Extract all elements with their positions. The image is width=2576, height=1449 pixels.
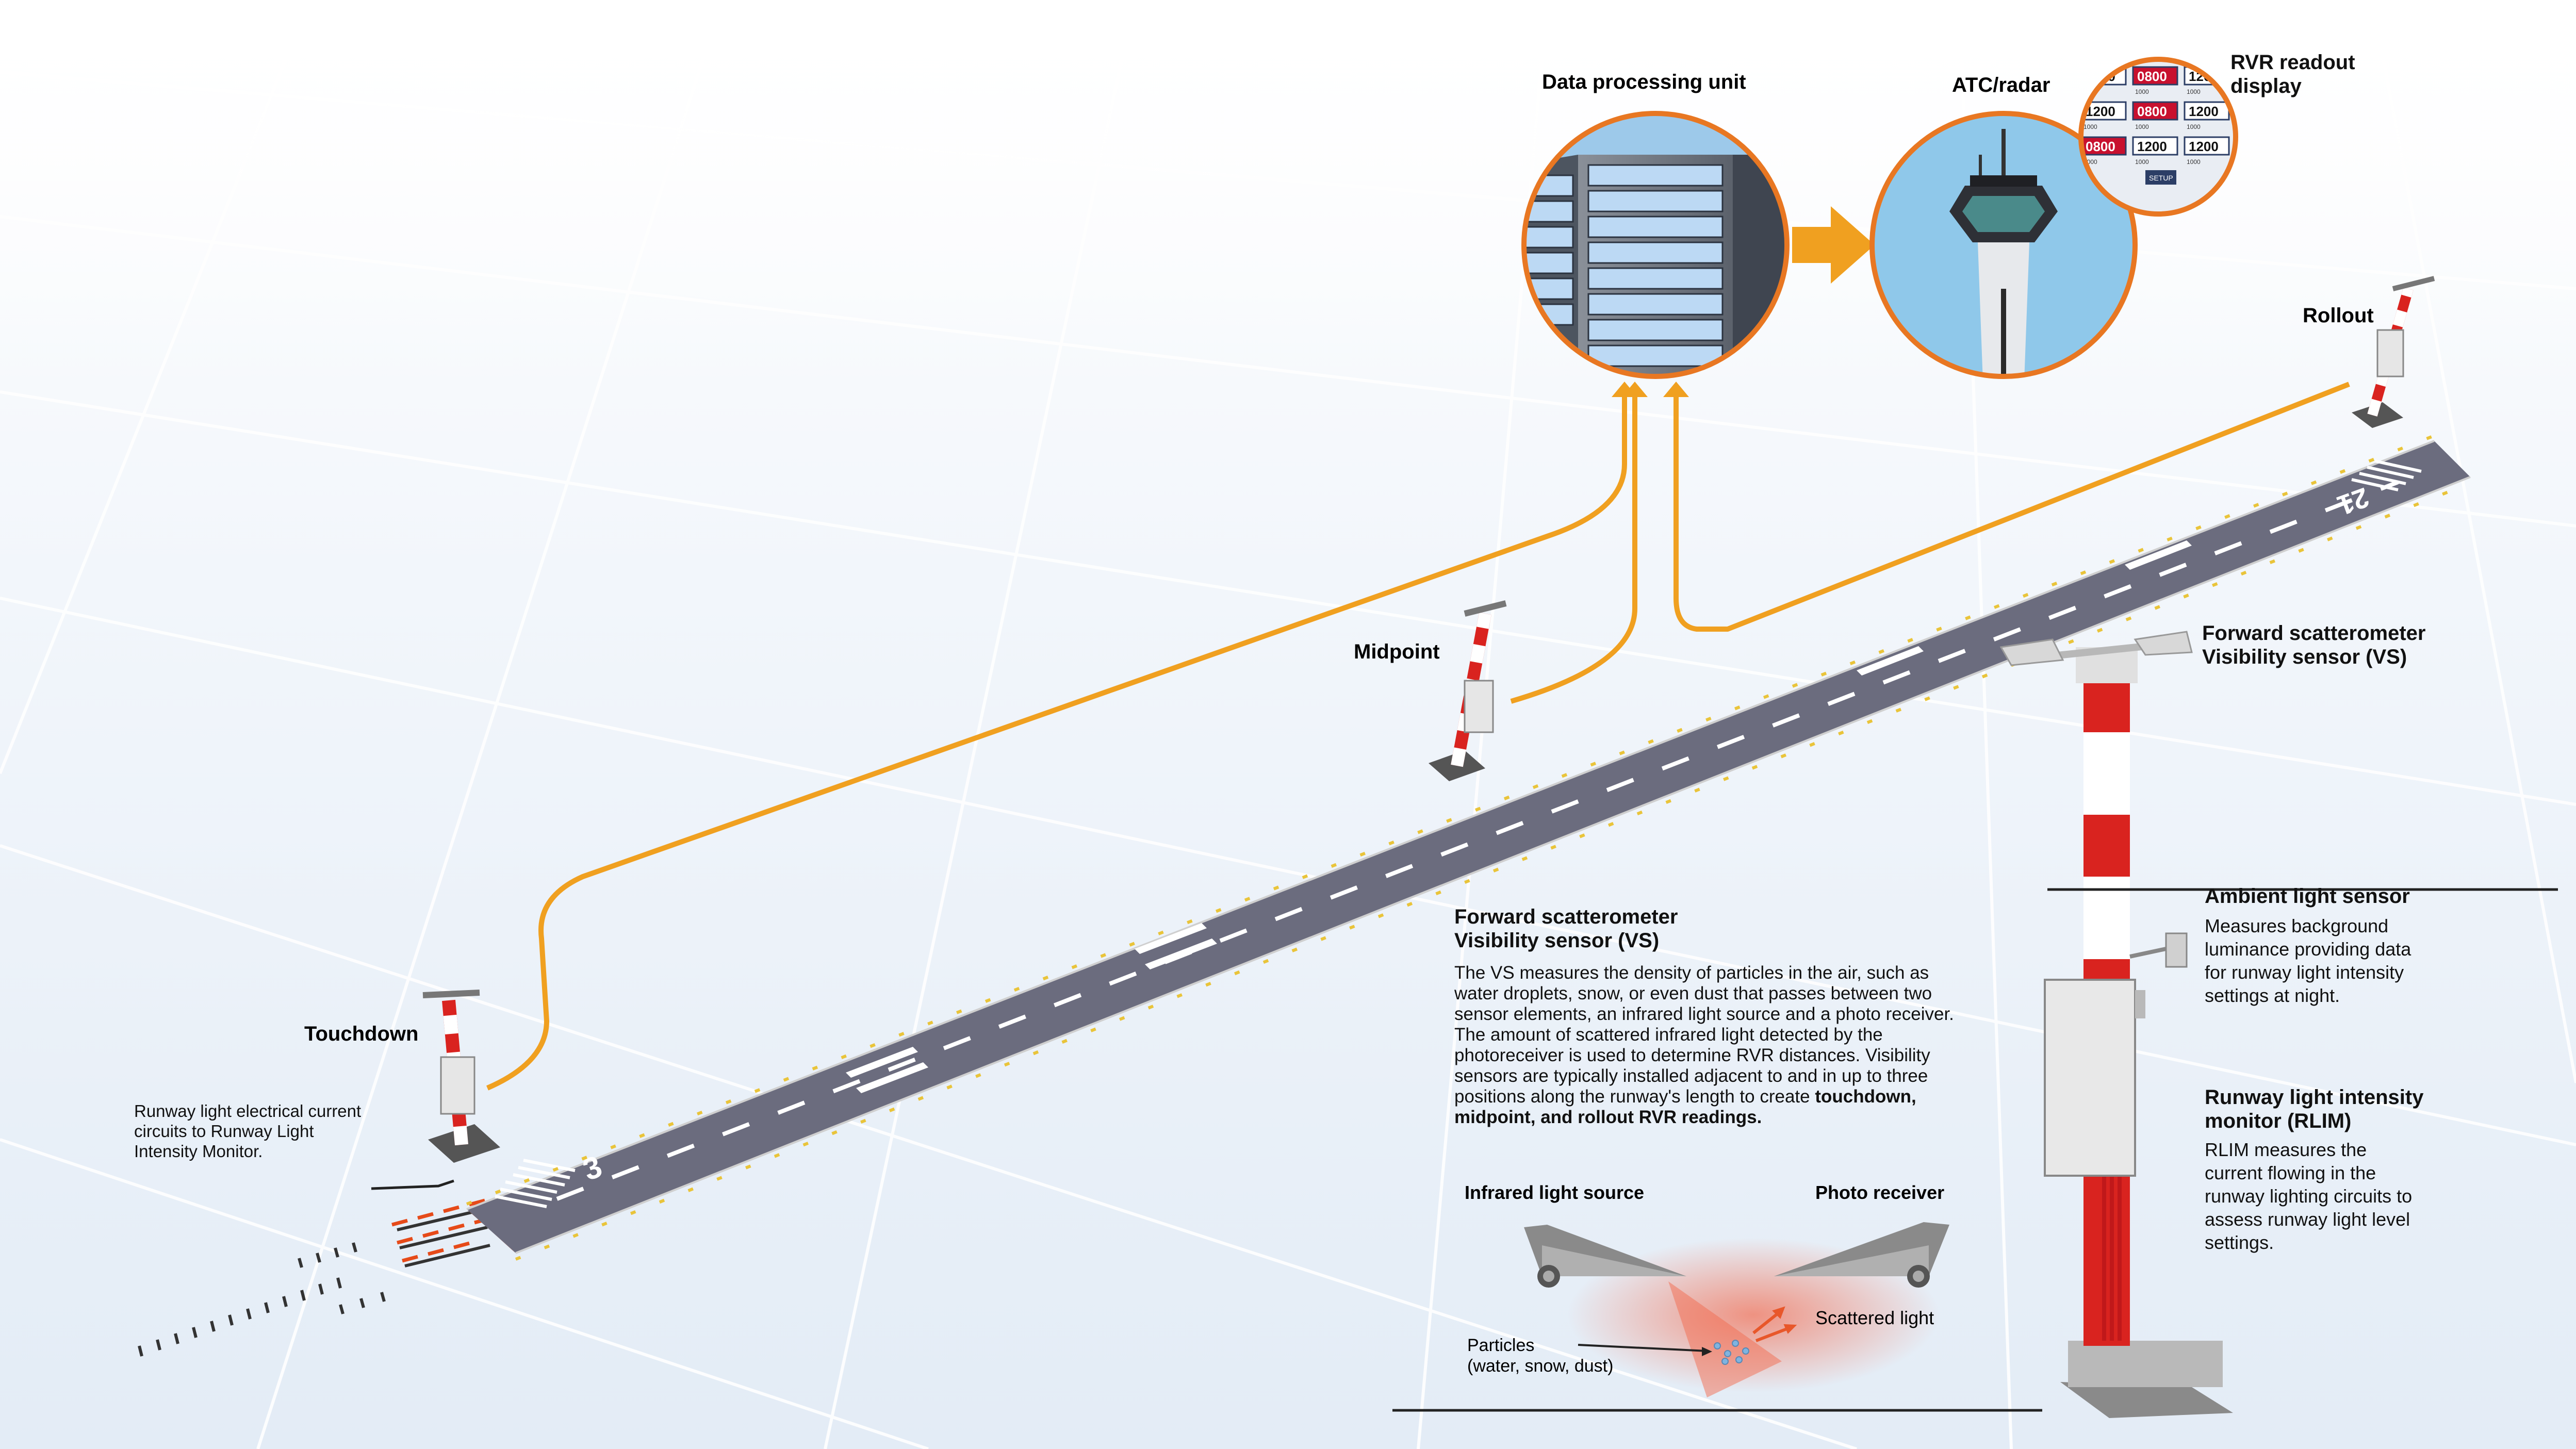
label-touchdown: Touchdown bbox=[304, 1023, 418, 1045]
rvr-setup-label: SETUP bbox=[2149, 174, 2173, 182]
rvr-cell-subvalue: 1000 bbox=[2187, 123, 2201, 130]
label-data-processing-unit: Data processing unit bbox=[1542, 71, 1746, 93]
rvr-readout-display: 1200 1000 0800 1000 1200 1000 1200 1000 0800 1000… bbox=[2078, 57, 2238, 217]
label-midpoint: Midpoint bbox=[1354, 640, 1440, 663]
label-photo-receiver: Photo receiver bbox=[1815, 1182, 1944, 1203]
rvr-cell-value: 1200 bbox=[2086, 104, 2115, 119]
rvr-cell-value: 0800 bbox=[2137, 104, 2167, 119]
flow-arrow-icon bbox=[1792, 206, 1875, 284]
vs-description-panel: Forward scatterometer Visibility sensor … bbox=[1454, 905, 1970, 1128]
label-particles: Particles bbox=[1467, 1336, 1534, 1355]
vs-panel-body-text: The VS measures the density of particles… bbox=[1454, 963, 1954, 1107]
approach-lights bbox=[138, 1242, 386, 1357]
vs-sensor-illustration bbox=[1524, 1222, 1949, 1397]
rlim-callout: Runway light intensity monitor (RLIM) RL… bbox=[2205, 1085, 2493, 1254]
rvr-cell-subvalue: 1000 bbox=[2135, 123, 2149, 130]
rlim-title: Runway light intensity monitor (RLIM) bbox=[2205, 1086, 2424, 1132]
rvr-setup-button bbox=[2145, 170, 2176, 185]
label-runway-light-circuits: Runway light electrical current circuits… bbox=[134, 1101, 362, 1161]
rvr-cell-value: 0800 bbox=[2137, 69, 2167, 84]
rvr-cell-value: 1200 bbox=[2189, 104, 2219, 119]
rollout-sensor bbox=[2352, 276, 2435, 428]
rvr-cell-value: 1200 bbox=[2137, 139, 2167, 154]
ambient-body: Measures background luminance providing … bbox=[2205, 915, 2411, 1006]
rvr-cell-subvalue: 1000 bbox=[2083, 123, 2097, 130]
ambient-title: Ambient light sensor bbox=[2205, 885, 2410, 908]
rlim-body: RLIM measures the current flowing in the… bbox=[2205, 1139, 2413, 1253]
rvr-cell-value: 1200 bbox=[2189, 139, 2219, 154]
vs-panel-title: Forward scatterometer Visibility sensor … bbox=[1454, 905, 1678, 952]
touchdown-sensor bbox=[422, 990, 500, 1163]
label-vs-callout: Forward scatterometer Visibility sensor … bbox=[2202, 622, 2426, 668]
label-infrared-source: Infrared light source bbox=[1465, 1182, 1644, 1203]
rvr-cell bbox=[2081, 136, 2127, 156]
data-cables bbox=[486, 382, 2350, 1091]
data-processing-unit bbox=[1521, 111, 1790, 379]
label-particles-sub: (water, snow, dust) bbox=[1467, 1356, 1613, 1376]
rvr-cell-subvalue: 1000 bbox=[2135, 88, 2149, 95]
vs-panel-body-bold: touchdown, midpoint, and rollout RVR rea… bbox=[1454, 1086, 1916, 1127]
rvr-cell bbox=[2132, 66, 2178, 86]
label-atc-radar: ATC/radar bbox=[1952, 74, 2050, 96]
runway: 3 21 bbox=[466, 434, 2471, 1261]
forward-scatterometer-pole bbox=[1999, 631, 2233, 1418]
rvr-cell-subvalue: 1000 bbox=[2187, 88, 2201, 95]
rvr-cell bbox=[2184, 136, 2230, 156]
approach-light-bars bbox=[397, 1208, 490, 1267]
cable-arrowheads bbox=[1612, 382, 1689, 397]
callout-lines bbox=[371, 888, 2558, 1412]
ambient-light-sensor-callout: Ambient light sensor Measures background… bbox=[2205, 884, 2493, 1007]
vs-panel-body: The VS measures the density of particles… bbox=[1454, 963, 1970, 1128]
rvr-cell-subvalue: 1000 bbox=[2187, 158, 2201, 166]
rvr-cell bbox=[2132, 101, 2178, 121]
rvr-cell-value: 0800 bbox=[2086, 139, 2115, 154]
midpoint-sensor bbox=[1429, 600, 1507, 781]
rvr-cell-subvalue: 1000 bbox=[2135, 158, 2149, 166]
rvr-cell bbox=[2132, 136, 2178, 156]
label-rvr-readout-display: RVR readout display bbox=[2230, 51, 2355, 97]
label-scattered-light: Scattered light bbox=[1815, 1307, 1934, 1328]
label-rollout: Rollout bbox=[2303, 304, 2374, 327]
